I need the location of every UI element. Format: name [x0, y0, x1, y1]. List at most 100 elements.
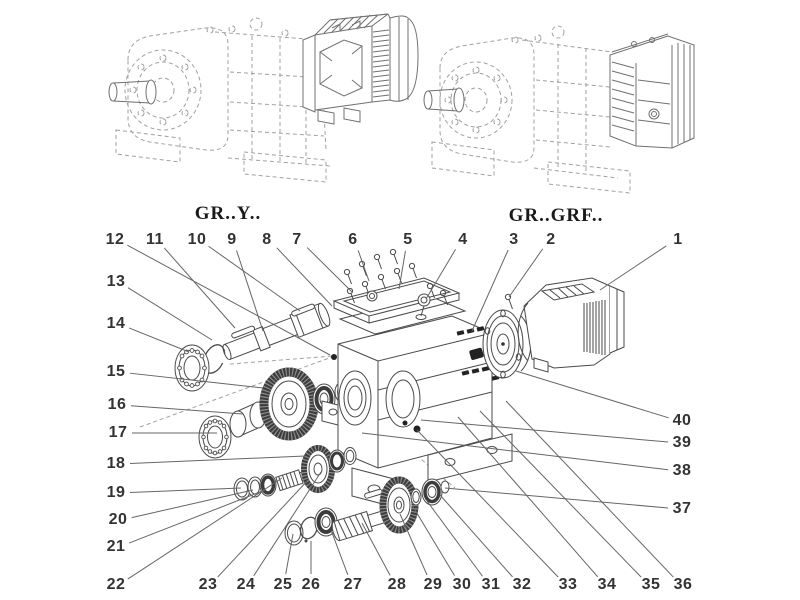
- motor-left: [302, 13, 419, 125]
- part-number-6: 6: [348, 231, 358, 248]
- leader-line-9: [236, 250, 264, 332]
- part-number-12: 12: [105, 231, 125, 248]
- ring-washer: [366, 290, 378, 302]
- part-number-5: 5: [403, 231, 413, 248]
- part-number-33: 33: [558, 576, 578, 593]
- part-number-23: 23: [198, 576, 218, 593]
- part-number-14: 14: [106, 315, 126, 332]
- leader-line-38: [361, 432, 669, 471]
- part-number-37: 37: [672, 500, 692, 517]
- output-bearing: [421, 478, 443, 506]
- leader-line-35: [479, 410, 642, 578]
- leader-lines: [127, 244, 674, 580]
- part-number-22: 22: [106, 576, 126, 593]
- leader-line-20: [131, 489, 254, 519]
- part-number-7: 7: [292, 231, 302, 248]
- motor-exploded: [456, 277, 625, 381]
- leader-line-7: [306, 247, 353, 293]
- leader-line-18: [129, 455, 306, 465]
- construction-line: [394, 436, 456, 489]
- leader-line-40: [515, 370, 669, 419]
- part-number-27: 27: [343, 576, 363, 593]
- leader-line-23: [217, 478, 310, 578]
- leader-line-25: [285, 533, 294, 575]
- model-label-right: GR..GRF..: [508, 205, 604, 226]
- part-number-20: 20: [108, 511, 128, 528]
- part-number-24: 24: [236, 576, 256, 593]
- leader-line-22: [127, 477, 283, 580]
- leader-line-13: [127, 287, 213, 341]
- leader-line-32: [439, 494, 513, 578]
- leader-line-11: [164, 247, 236, 329]
- part-number-21: 21: [106, 538, 126, 555]
- leader-line-27: [330, 529, 349, 575]
- gearbox-housing: [321, 315, 513, 509]
- leader-line-6: [357, 250, 370, 282]
- intermediate-gear: [301, 445, 335, 493]
- part-number-8: 8: [262, 231, 272, 248]
- spacer-bushing: [229, 401, 267, 438]
- ball-bearing-input: [174, 344, 210, 392]
- leader-line-34: [457, 416, 599, 578]
- shaft-key-1: [231, 325, 255, 339]
- part-number-36: 36: [673, 576, 693, 593]
- leader-line-39: [420, 419, 669, 443]
- drain-plug: [413, 425, 421, 433]
- part-number-17: 17: [108, 424, 128, 441]
- part-number-13: 13: [106, 273, 126, 290]
- leader-line-10: [208, 245, 301, 312]
- part-number-2: 2: [546, 231, 556, 248]
- leader-line-1: [599, 245, 667, 291]
- leader-line-15: [129, 372, 264, 389]
- leader-line-29: [399, 513, 428, 576]
- leader-line-8: [276, 247, 333, 307]
- part-number-29: 29: [423, 576, 443, 593]
- part-number-1: 1: [673, 231, 683, 248]
- part-number-9: 9: [227, 231, 237, 248]
- part-number-19: 19: [106, 484, 126, 501]
- gearmotor-illustration-right: [423, 25, 695, 194]
- exploded-view: [139, 248, 625, 546]
- part-number-3: 3: [509, 231, 519, 248]
- part-number-10: 10: [187, 231, 207, 248]
- part-number-18: 18: [106, 455, 126, 472]
- leader-line-33: [416, 429, 559, 578]
- leader-line-14: [128, 327, 190, 353]
- motor-fins: [583, 300, 606, 355]
- construction-line: [139, 352, 344, 428]
- part-number-16: 16: [107, 396, 127, 413]
- part-number-35: 35: [641, 576, 661, 593]
- leader-line-12: [127, 244, 331, 356]
- leader-line-37: [444, 487, 669, 509]
- part-number-15: 15: [106, 363, 126, 380]
- part-number-38: 38: [672, 462, 692, 479]
- part-number-34: 34: [597, 576, 617, 593]
- leader-line-28: [361, 522, 391, 576]
- flange-adapter-right: [609, 33, 695, 149]
- output-gear-set: [284, 476, 450, 546]
- leader-line-21: [128, 489, 266, 544]
- shaft-key-2: [291, 303, 315, 317]
- output-shaft-left: [108, 79, 157, 105]
- gearmotor-illustration-left: [108, 13, 419, 183]
- leader-line-19: [129, 487, 242, 494]
- part-number-32: 32: [512, 576, 532, 593]
- output-gear: [379, 476, 419, 534]
- leader-line-4: [425, 249, 456, 300]
- leader-line-24: [253, 471, 322, 577]
- large-helical-gear: [259, 367, 319, 441]
- part-number-26: 26: [301, 576, 321, 593]
- part-number-30: 30: [452, 576, 472, 593]
- part-number-4: 4: [458, 231, 468, 248]
- part-number-40: 40: [672, 412, 692, 429]
- motor-flange: [482, 309, 524, 379]
- intermediate-gear-set: [233, 445, 357, 501]
- leader-line-16: [130, 405, 244, 415]
- part-number-11: 11: [146, 231, 164, 248]
- part-number-39: 39: [672, 434, 692, 451]
- model-label-left: GR..Y..: [194, 203, 262, 224]
- leader-line-36: [505, 400, 674, 578]
- vent-plug: [331, 354, 337, 360]
- leader-line-5: [398, 250, 406, 290]
